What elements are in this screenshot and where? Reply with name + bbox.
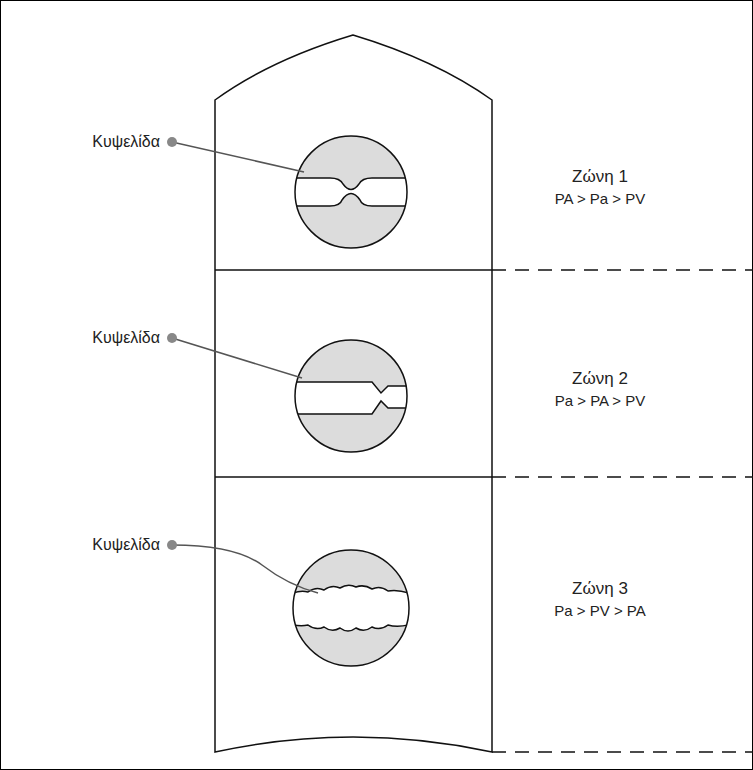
alveolus-zone3 <box>290 550 412 666</box>
leader-dot <box>167 540 177 550</box>
alveolus-zone1 <box>290 136 412 248</box>
zone-title: Ζώνη 1 <box>549 166 652 189</box>
leader-line <box>172 142 304 172</box>
zone-divider-dashed <box>492 269 753 271</box>
zone-band: Ζώνη 3Pa > PV > PA <box>548 578 652 621</box>
part-label: Κυψελίδα <box>92 133 160 151</box>
leader-dot <box>167 137 177 147</box>
zone-divider <box>215 476 492 478</box>
zone-divider <box>215 269 492 271</box>
leader-line <box>172 545 318 593</box>
zone-title: Ζώνη 3 <box>548 578 652 601</box>
alveolus-outline <box>295 136 407 248</box>
leader-line <box>172 338 302 378</box>
zone-band: Ζώνη 2Pa > PA > PV <box>549 368 652 411</box>
part-label: Κυψελίδα <box>92 329 160 347</box>
pressure-relation: Pa > PV > PA <box>548 601 652 621</box>
alveolus-zone2 <box>290 340 412 452</box>
leader-dot <box>167 333 177 343</box>
zone-title: Ζώνη 2 <box>549 368 652 391</box>
part-label: Κυψελίδα <box>92 536 160 554</box>
pressure-relation: PA > Pa > PV <box>549 189 652 209</box>
lung-outline <box>215 35 492 752</box>
alveolus-outline <box>293 550 409 666</box>
zone-band: Ζώνη 1PA > Pa > PV <box>549 166 652 209</box>
alveolus-outline <box>295 340 407 452</box>
pressure-relation: Pa > PA > PV <box>549 391 652 411</box>
zone-divider-dashed <box>492 751 753 753</box>
zone-divider-dashed <box>492 476 753 478</box>
